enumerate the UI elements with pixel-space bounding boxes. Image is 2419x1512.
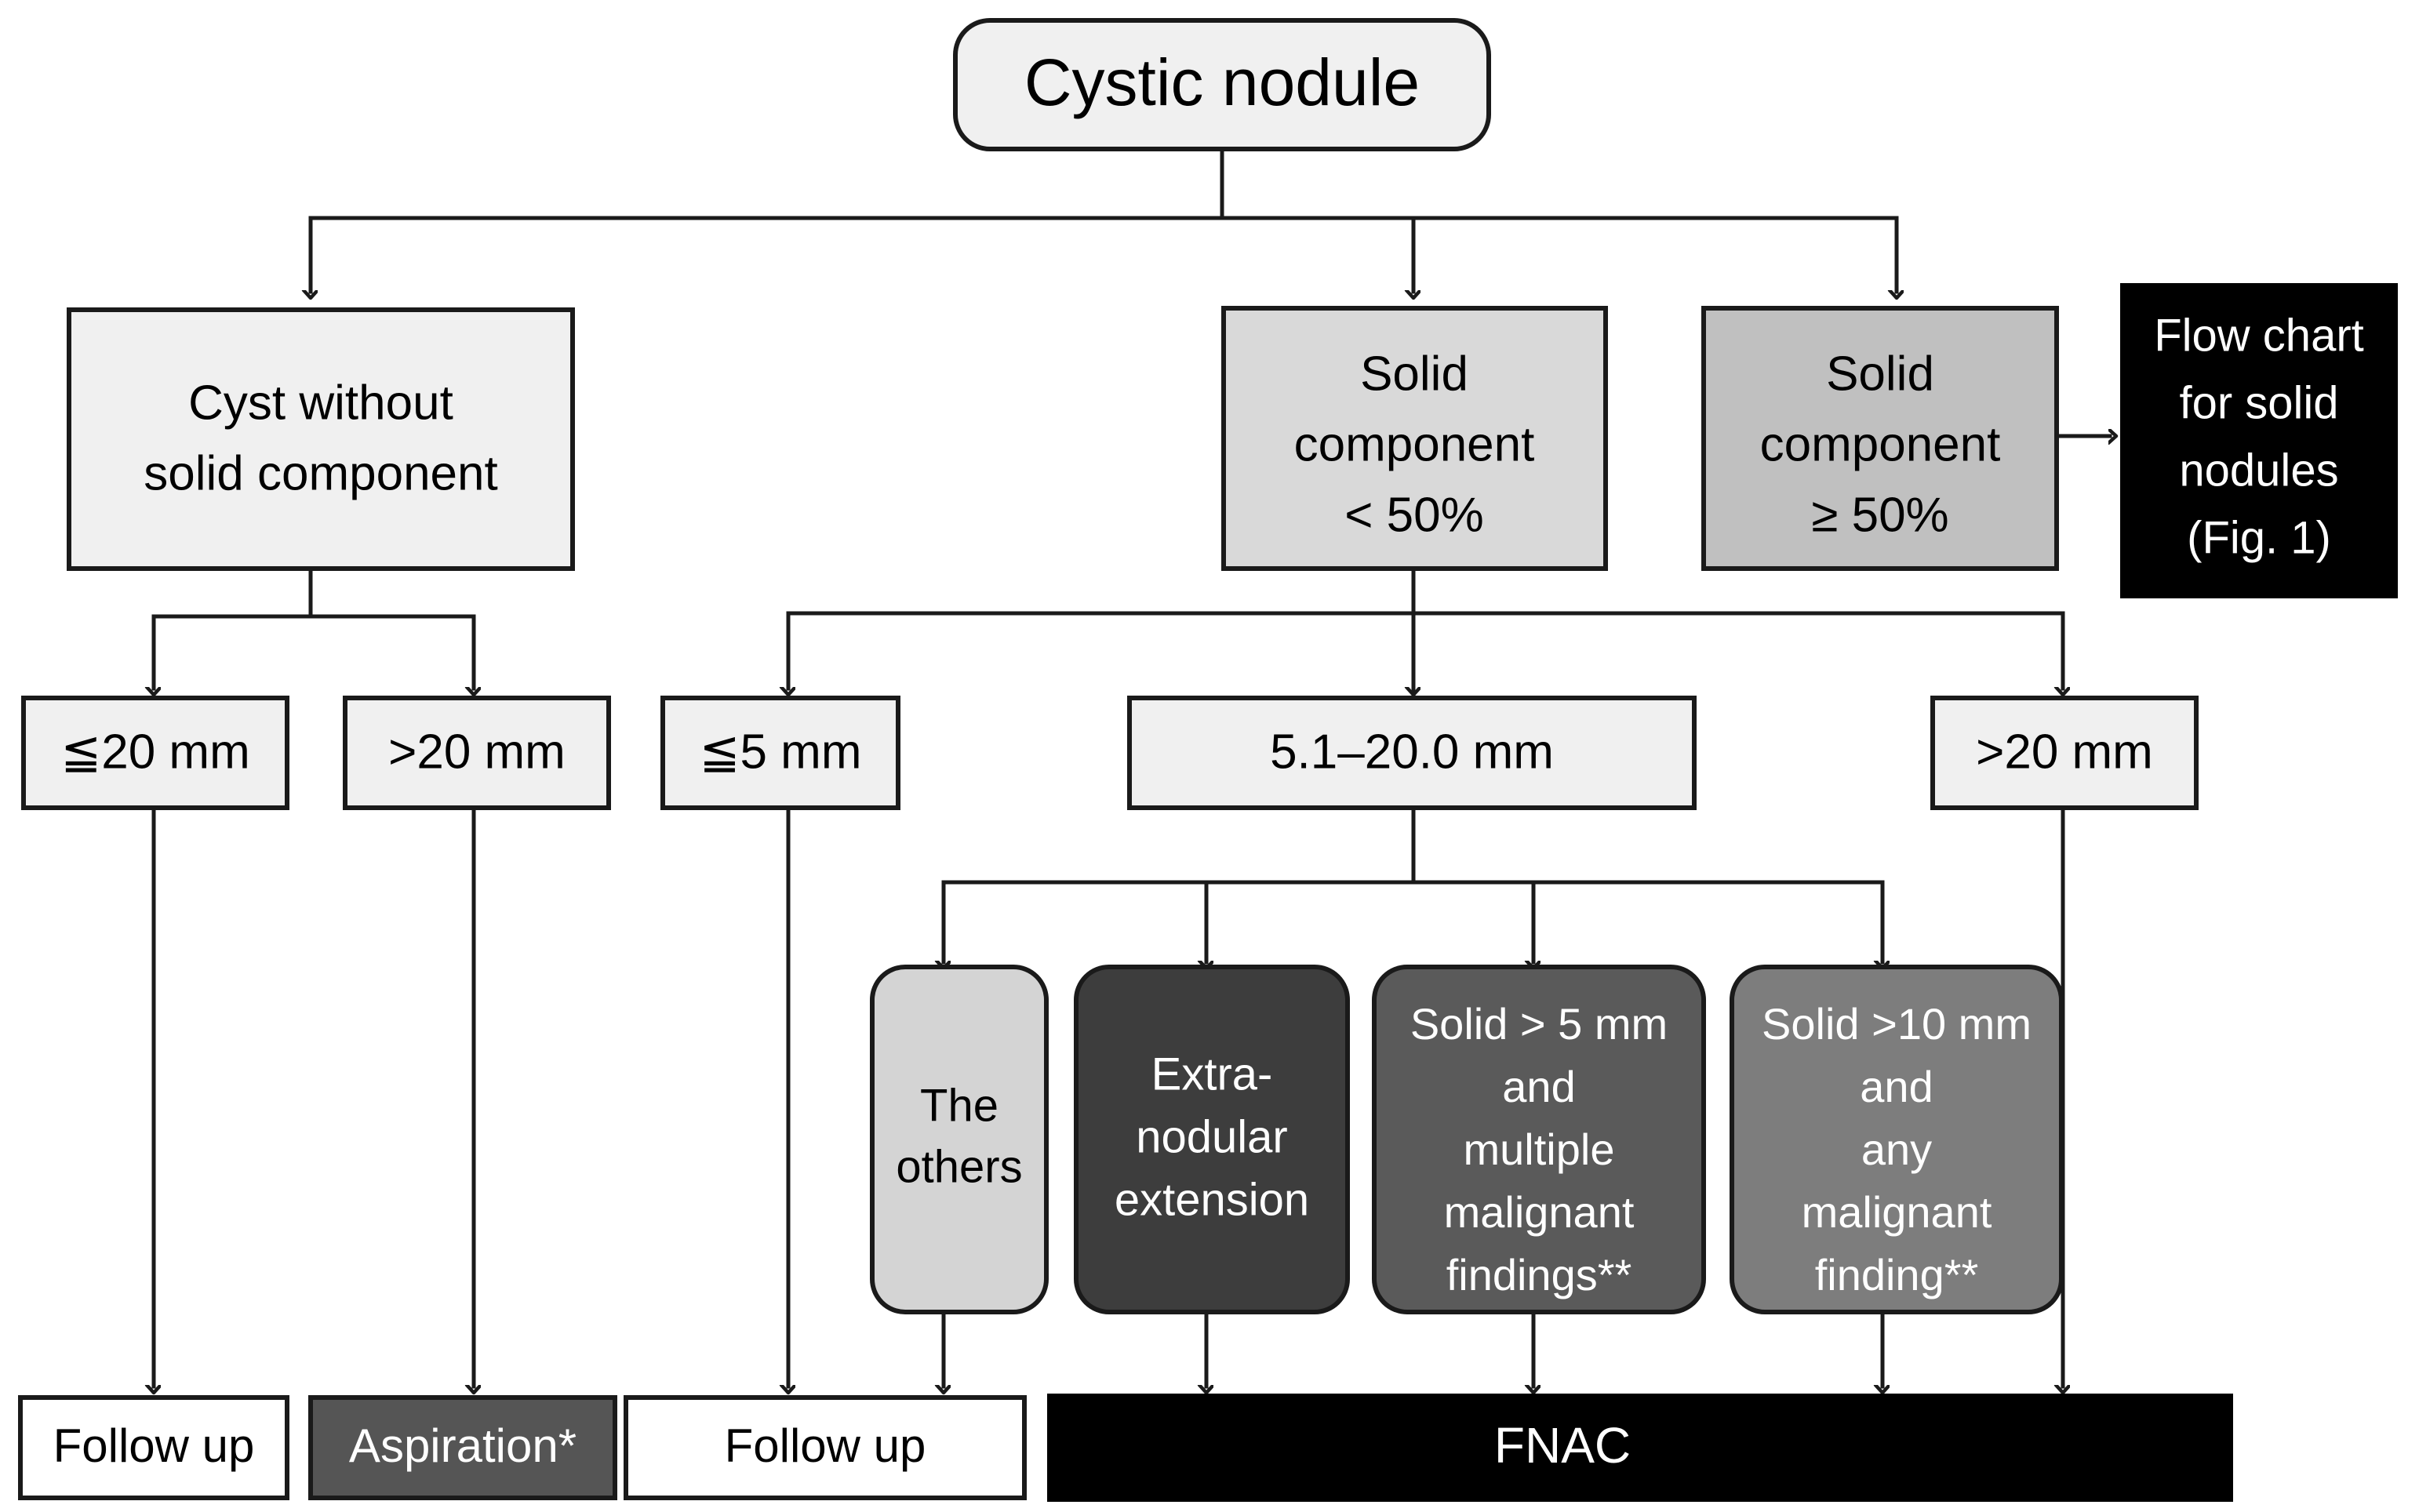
- node-extranodular-line1: Extra-: [1151, 1049, 1273, 1099]
- node-size-gt20-right-label: >20 mm: [1976, 725, 2153, 779]
- node-gt5multi-line5: findings**: [1446, 1250, 1632, 1299]
- node-size-gt-20mm-left[interactable]: >20 mm: [343, 696, 611, 810]
- node-follow-up-left-label: Follow up: [53, 1419, 255, 1472]
- node-size-gt-20mm-right[interactable]: >20 mm: [1930, 696, 2199, 810]
- node-extranodular-line2: nodular: [1136, 1111, 1287, 1162]
- node-fnac[interactable]: FNAC: [1047, 1394, 2233, 1502]
- node-gt10any-line4: malignant: [1802, 1187, 1992, 1237]
- node-the-others-line2: others: [896, 1141, 1022, 1192]
- node-flowchart-line2: for solid: [2179, 377, 2338, 428]
- node-solid-gt5-multiple-malignant[interactable]: Solid > 5 mm and multiple malignant find…: [1372, 965, 1706, 1314]
- node-gt5multi-line4: malignant: [1444, 1187, 1635, 1237]
- node-extranodular-line3: extension: [1115, 1174, 1309, 1225]
- node-follow-up-mid[interactable]: Follow up: [624, 1395, 1027, 1500]
- node-extranodular-extension[interactable]: Extra- nodular extension: [1074, 965, 1350, 1314]
- node-the-others[interactable]: The others: [870, 965, 1049, 1314]
- node-gt10any-line1: Solid >10 mm: [1762, 999, 2032, 1049]
- node-gt5multi-line1: Solid > 5 mm: [1410, 999, 1668, 1049]
- node-solid-lt50-line1: Solid: [1360, 347, 1468, 401]
- node-aspiration[interactable]: Aspiration*: [308, 1395, 617, 1500]
- node-gt10any-line5: finding**: [1815, 1250, 1979, 1299]
- node-size-gt20-left-label: >20 mm: [388, 725, 566, 779]
- node-cyst-line2: solid component: [144, 446, 498, 500]
- node-solid-lt50-line2: component: [1294, 417, 1535, 471]
- node-solid-component-lt-50[interactable]: Solid component < 50%: [1221, 306, 1608, 571]
- node-flowchart-line4: (Fig. 1): [2187, 512, 2331, 563]
- node-solid-ge50-line1: Solid: [1826, 347, 1934, 401]
- node-gt10any-line3: any: [1861, 1125, 1932, 1174]
- node-cystic-nodule-label: Cystic nodule: [1024, 45, 1420, 119]
- node-gt5multi-line2: and: [1502, 1062, 1575, 1111]
- node-follow-up-left[interactable]: Follow up: [18, 1395, 289, 1500]
- node-solid-ge50-line2: component: [1760, 417, 2001, 471]
- node-size-le5-label: ≦5 mm: [700, 725, 862, 779]
- node-cystic-nodule[interactable]: Cystic nodule: [953, 18, 1491, 151]
- node-flowchart-line1: Flow chart: [2154, 310, 2364, 361]
- node-size-5-20-label: 5.1–20.0 mm: [1270, 725, 1554, 779]
- node-solid-component-ge-50[interactable]: Solid component ≥ 50%: [1701, 306, 2059, 571]
- node-size-5-1-to-20mm[interactable]: 5.1–20.0 mm: [1127, 696, 1697, 810]
- node-size-le-20mm[interactable]: ≦20 mm: [21, 696, 289, 810]
- node-the-others-line1: The: [920, 1080, 999, 1131]
- node-solid-lt50-line3: < 50%: [1344, 488, 1484, 542]
- node-solid-gt10-any-malignant[interactable]: Solid >10 mm and any malignant finding**: [1730, 965, 2064, 1314]
- node-aspiration-label: Aspiration*: [349, 1419, 577, 1472]
- node-gt5multi-line3: multiple: [1464, 1125, 1615, 1174]
- node-size-le-5mm[interactable]: ≦5 mm: [660, 696, 900, 810]
- node-fnac-label: FNAC: [1494, 1417, 1631, 1474]
- node-flowchart-line3: nodules: [2179, 445, 2338, 496]
- node-solid-ge50-line3: ≥ 50%: [1811, 488, 1948, 542]
- node-cyst-without-solid-component[interactable]: Cyst without solid component: [67, 307, 575, 571]
- node-flow-chart-for-solid-nodules[interactable]: Flow chart for solid nodules (Fig. 1): [2120, 283, 2398, 598]
- node-gt10any-line2: and: [1860, 1062, 1933, 1111]
- node-size-le20-label: ≦20 mm: [60, 725, 249, 779]
- node-cyst-line1: Cyst without: [188, 376, 453, 430]
- node-follow-up-mid-label: Follow up: [725, 1419, 926, 1472]
